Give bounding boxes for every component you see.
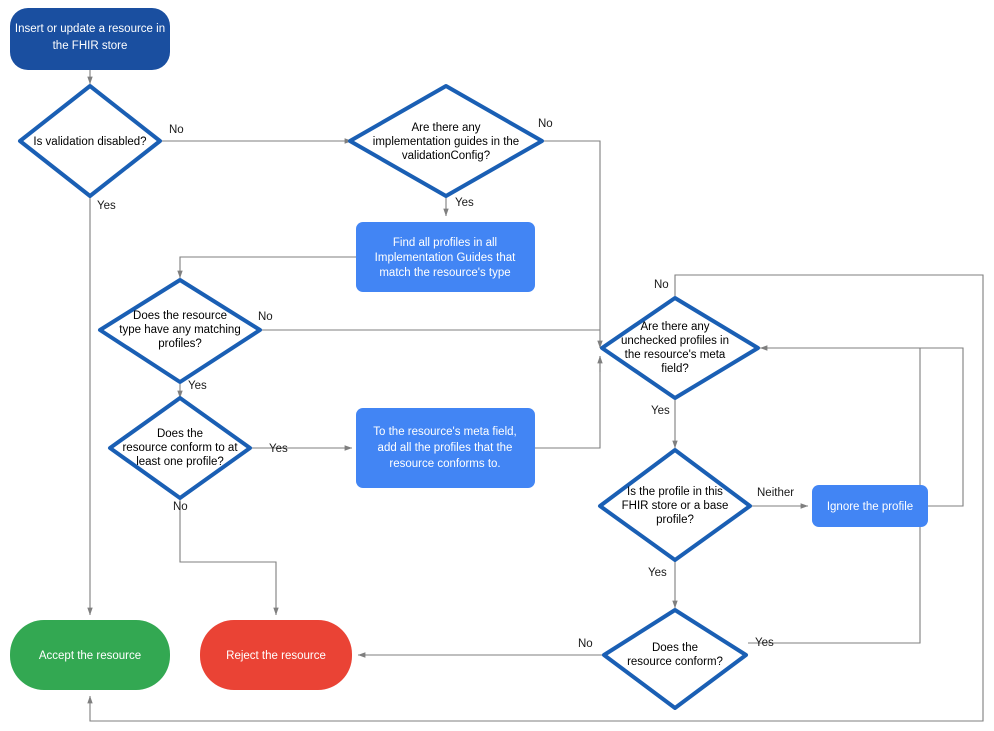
- edge-guides-no: [540, 140, 603, 349]
- reject-shape: [200, 620, 352, 690]
- profile-in-store-label-line3: profile?: [656, 514, 694, 526]
- node-start[interactable]: Insert or update a resource in the FHIR …: [10, 8, 170, 70]
- matching-profiles-shape: [98, 278, 262, 384]
- edge-label-guides-yes: Yes: [455, 197, 474, 209]
- implementation-guides-label-line3: validationConfig?: [402, 150, 490, 162]
- implementation-guides-label-line1: Are there any: [411, 122, 480, 134]
- node-conform-one-profile[interactable]: Does the resource conform to at least on…: [108, 396, 252, 500]
- add-profiles-meta-label-line1: To the resource's meta field,: [373, 426, 516, 438]
- find-profiles-label-line1: Find all profiles in all: [393, 237, 497, 249]
- add-profiles-meta-shape: [356, 408, 535, 488]
- validation-disabled-shape: [18, 84, 162, 198]
- resource-conform-shape: [602, 608, 748, 710]
- edge-ignore-loopback: [759, 345, 964, 507]
- node-resource-conform[interactable]: Does the resource conform?: [602, 608, 748, 710]
- find-profiles-shape: [356, 222, 535, 292]
- unchecked-profiles-label-line2: unchecked profiles in: [621, 335, 729, 347]
- node-implementation-guides[interactable]: Are there any implementation guides in t…: [348, 84, 544, 198]
- edge-label-conformone-no: No: [173, 501, 188, 513]
- edge-label-matching-yes: Yes: [188, 380, 207, 392]
- validation-disabled-label: Is validation disabled?: [33, 136, 146, 148]
- node-matching-profiles[interactable]: Does the resource type have any matching…: [98, 278, 262, 384]
- accept-shape: [10, 620, 170, 690]
- node-find-profiles[interactable]: Find all profiles in all Implementation …: [356, 222, 535, 292]
- edge-addprofiles-to-unchecked: [535, 356, 601, 449]
- node-ignore-profile[interactable]: Ignore the profile: [812, 485, 928, 527]
- edge-label-validation-yes: Yes: [97, 200, 116, 212]
- edge-label-unchecked-no: No: [654, 279, 669, 291]
- edge-label-profile-yes: Yes: [648, 567, 667, 579]
- resource-conform-label-line1: Does the: [652, 642, 698, 654]
- edge-label-unchecked-yes: Yes: [651, 405, 670, 417]
- edge-label-validation-no: No: [169, 124, 184, 136]
- edge-label-matching-no: No: [258, 311, 273, 323]
- ignore-profile-label: Ignore the profile: [827, 501, 913, 513]
- start-shape: [10, 8, 170, 70]
- conform-one-profile-label-line1: Does the: [157, 428, 203, 440]
- edge-label-profile-neither: Neither: [757, 487, 794, 499]
- unchecked-profiles-label-line1: Are there any: [640, 321, 709, 333]
- start-label-line1: Insert or update a resource in: [15, 23, 165, 35]
- node-profile-in-store[interactable]: Is the profile in this FHIR store or a b…: [598, 448, 752, 562]
- edge-label-layer: No Yes No Yes No Yes Yes No No Yes Neith…: [97, 118, 794, 650]
- accept-label: Accept the resource: [39, 650, 141, 662]
- node-unchecked-profiles[interactable]: Are there any unchecked profiles in the …: [600, 296, 760, 400]
- unchecked-profiles-shape: [600, 296, 760, 400]
- find-profiles-label-line2: Implementation Guides that: [375, 252, 516, 264]
- edge-label-conformone-yes: Yes: [269, 443, 288, 455]
- profile-in-store-label-line2: FHIR store or a base: [622, 500, 729, 512]
- implementation-guides-label-line2: implementation guides in the: [373, 136, 519, 148]
- conform-one-profile-shape: [108, 396, 252, 500]
- reject-label: Reject the resource: [226, 650, 326, 662]
- node-accept[interactable]: Accept the resource: [10, 620, 170, 690]
- edge-label-conform-no: No: [578, 638, 593, 650]
- add-profiles-meta-label-line2: add all the profiles that the: [378, 442, 513, 454]
- find-profiles-label-line3: match the resource's type: [379, 267, 510, 279]
- matching-profiles-label-line2: type have any matching: [119, 324, 240, 336]
- add-profiles-meta-label-line3: resource conforms to.: [389, 458, 500, 470]
- node-add-profiles-meta[interactable]: To the resource's meta field, add all th…: [356, 408, 535, 488]
- conform-one-profile-label-line2: resource conform to at: [122, 442, 238, 454]
- node-reject[interactable]: Reject the resource: [200, 620, 352, 690]
- edge-unchecked-no: [87, 274, 984, 722]
- edge-label-conform-yes: Yes: [755, 637, 774, 649]
- conform-one-profile-label-line3: least one profile?: [136, 456, 224, 468]
- edge-conformone-no: [179, 498, 279, 616]
- unchecked-profiles-label-line4: field?: [661, 363, 689, 375]
- edge-findprofiles-to-matching: [177, 256, 356, 279]
- ignore-profile-shape: [812, 485, 928, 527]
- profile-in-store-shape: [598, 448, 752, 562]
- matching-profiles-label-line1: Does the resource: [133, 310, 227, 322]
- matching-profiles-label-line3: profiles?: [158, 338, 201, 350]
- edge-label-guides-no: No: [538, 118, 553, 130]
- node-validation-disabled[interactable]: Is validation disabled?: [18, 84, 162, 198]
- implementation-guides-shape: [348, 84, 544, 198]
- unchecked-profiles-label-line3: the resource's meta: [625, 349, 726, 361]
- profile-in-store-label-line1: Is the profile in this: [627, 486, 723, 498]
- start-label-line2: the FHIR store: [53, 40, 128, 52]
- resource-conform-label-line2: resource conform?: [627, 656, 723, 668]
- connector-layer: [87, 70, 984, 722]
